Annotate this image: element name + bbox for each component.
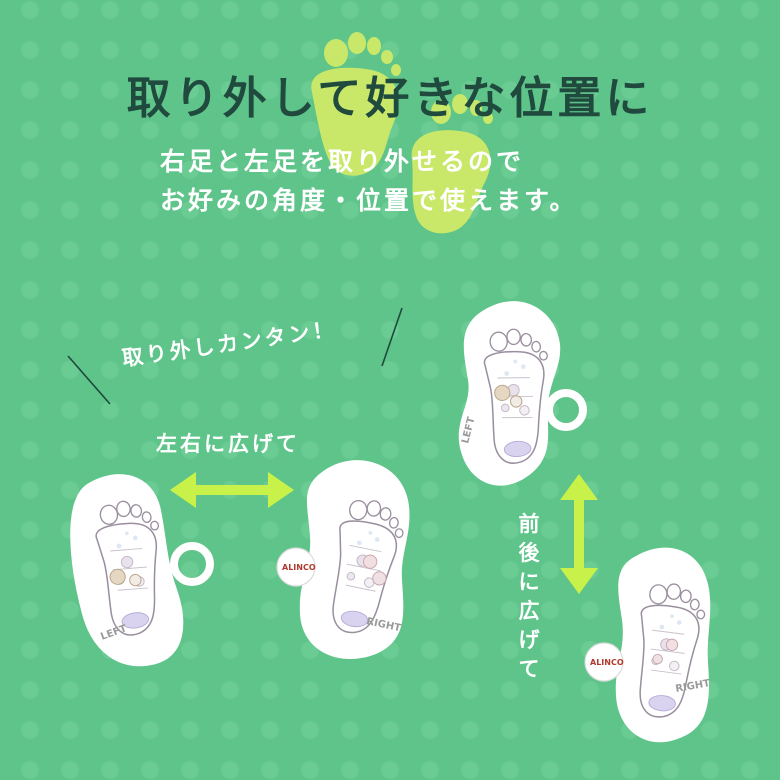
left-foot-pad-bottom: LEFT: [70, 474, 214, 667]
right-foot-pad-bottom: ALINCO RIGHT: [276, 460, 410, 660]
double-arrow-icon: [170, 472, 294, 508]
right-foot-pad-bottom-right: ALINCO RIGHT: [584, 547, 711, 743]
brand-label: ALINCO: [590, 658, 624, 667]
headline: 取り外して好きな位置に: [126, 73, 654, 124]
left-foot-pad-top: LEFT: [458, 301, 587, 486]
callout-char: げ: [518, 628, 540, 652]
subtext-line-1: 右足と左足を取り外せるので: [160, 147, 525, 176]
callout-char: 広: [518, 599, 540, 623]
callout-char: 後: [518, 541, 540, 565]
subtext-line-2: お好みの角度・位置で使えます。: [160, 186, 578, 215]
callout-spread-front-back: 前 後 に 広 げ て: [515, 510, 543, 684]
callout-spread-left-right: 左右に広げて: [156, 432, 300, 456]
double-arrow-icon: [560, 474, 598, 594]
callout-char: に: [518, 570, 540, 594]
callout-char: 前: [518, 512, 540, 536]
brand-label: ALINCO: [282, 563, 316, 572]
callout-char: て: [518, 657, 540, 681]
